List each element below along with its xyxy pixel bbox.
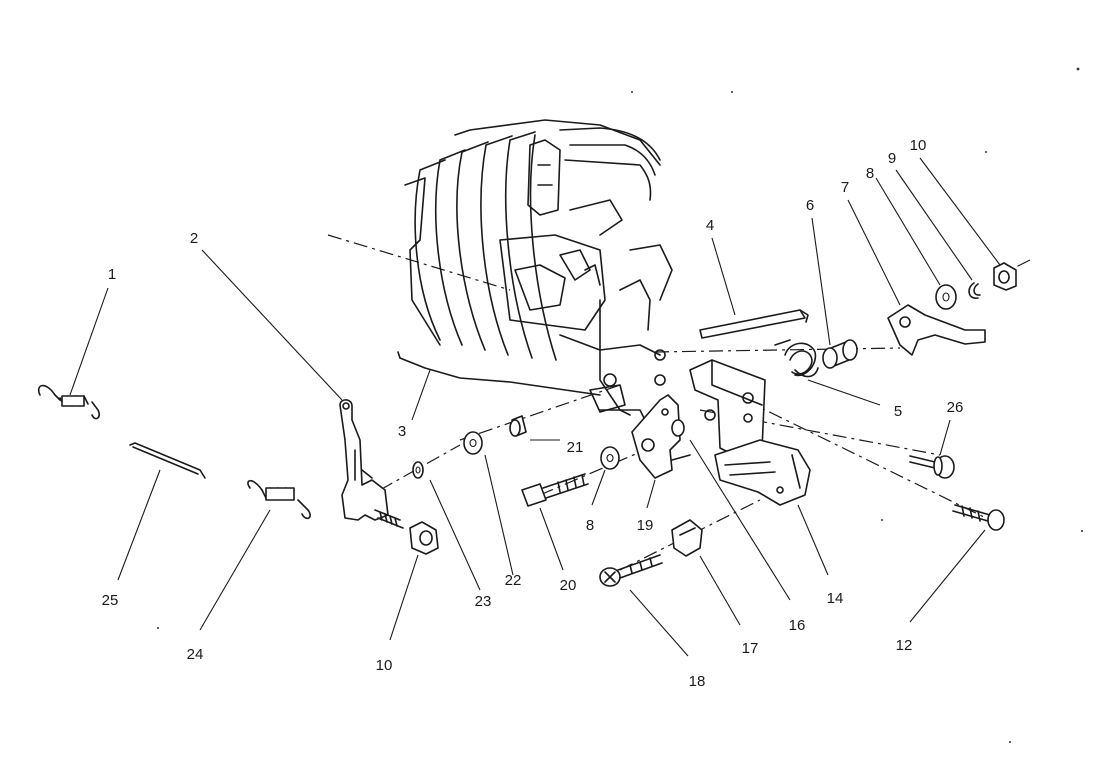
part-spring-24 — [247, 479, 311, 520]
part-nut-10-upper — [993, 262, 1017, 291]
part-washer-22 — [463, 431, 483, 455]
callout-26: 26 — [947, 399, 964, 416]
callout-1: 1 — [108, 266, 116, 283]
part-bolt-20 — [521, 473, 589, 507]
part-screw-12 — [952, 504, 1005, 531]
callout-23: 23 — [475, 593, 492, 610]
leader-lines — [69, 157, 1001, 657]
callout-21: 21 — [567, 439, 584, 456]
part-screw-18 — [599, 554, 663, 587]
part-rod-25 — [129, 442, 206, 479]
part-washer-8-lower — [600, 446, 620, 470]
part-lever-2 — [339, 399, 404, 529]
callout-9: 9 — [888, 150, 896, 167]
callout-labels: 1 2 3 4 5 6 7 8 9 10 26 21 22 23 10 25 2… — [102, 137, 964, 690]
callout-3: 3 — [398, 423, 406, 440]
scan-specks — [157, 67, 1083, 743]
part-clip-9 — [968, 282, 981, 299]
part-link-rod-3 — [397, 351, 601, 396]
center-lines — [327, 234, 1031, 571]
callout-18: 18 — [689, 673, 706, 690]
callout-4: 4 — [706, 217, 714, 234]
callout-6: 6 — [806, 197, 814, 214]
callout-14: 14 — [827, 590, 844, 607]
engine-block — [404, 119, 673, 421]
part-washer-8-upper — [935, 284, 957, 310]
part-lever-19 — [631, 394, 691, 479]
callout-10-lower: 10 — [376, 657, 393, 674]
callout-12: 12 — [896, 637, 913, 654]
part-spacer-16 — [671, 419, 685, 437]
part-spring-1 — [37, 384, 100, 420]
callout-2: 2 — [190, 230, 198, 247]
callout-8-upper: 8 — [866, 165, 874, 182]
callout-22: 22 — [505, 572, 522, 589]
callout-8-lower: 8 — [586, 517, 594, 534]
callout-20: 20 — [560, 577, 577, 594]
callout-7: 7 — [841, 179, 849, 196]
part-plate-14 — [714, 439, 811, 506]
part-clip-17 — [671, 519, 703, 557]
part-bushing-21 — [509, 415, 527, 437]
callout-10-upper: 10 — [910, 137, 927, 154]
part-bushing-6 — [822, 339, 858, 369]
part-nut-10-lower — [409, 521, 439, 555]
part-arm-7 — [887, 304, 986, 356]
part-spring-5 — [774, 339, 819, 378]
part-screw-26 — [909, 455, 955, 479]
part-rod-4 — [699, 309, 809, 339]
callout-5: 5 — [894, 403, 902, 420]
part-washer-23 — [412, 461, 424, 479]
callout-16: 16 — [789, 617, 806, 634]
callout-17: 17 — [742, 640, 759, 657]
callout-24: 24 — [187, 646, 204, 663]
callout-19: 19 — [637, 517, 654, 534]
callout-25: 25 — [102, 592, 119, 609]
